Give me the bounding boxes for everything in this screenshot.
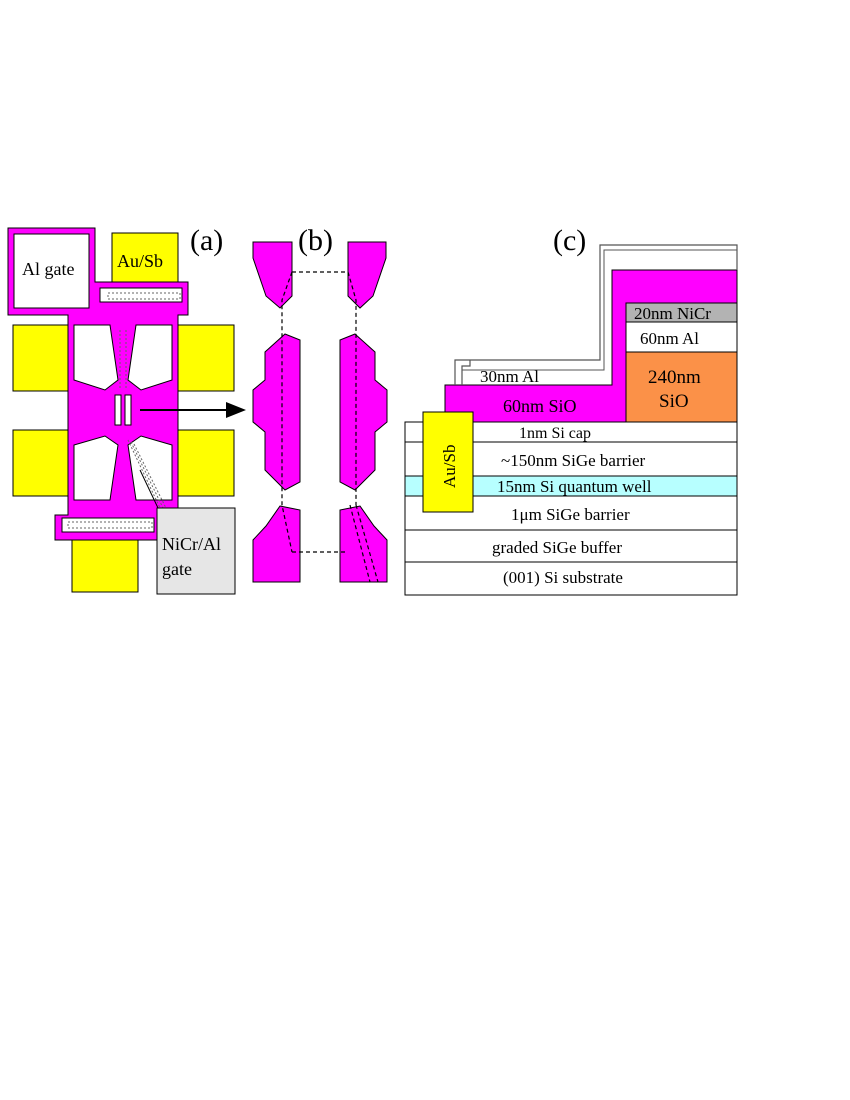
ohmic-contact-top: [111, 232, 179, 288]
gate-b-left-bottom: [252, 505, 301, 583]
panel-b: (b): [252, 224, 388, 583]
au-sb-contact: [422, 411, 474, 513]
ohmic-contact-right-upper: [169, 324, 235, 392]
nicr-gate-lines: [127, 439, 167, 509]
dotted-bar-top: [107, 292, 181, 300]
label-sige-barrier-bottom: 1μm SiGe barrier: [511, 505, 630, 524]
layer-sio-240nm: [625, 351, 738, 423]
gate-finger-left: [114, 394, 122, 426]
gate-window-lower-right: [127, 435, 173, 501]
gate-b-left-middle: [252, 333, 301, 491]
panel-a-label: (a): [190, 224, 223, 257]
nicr-gate-label-box: [156, 507, 236, 595]
label-graded-buffer: graded SiGe buffer: [492, 538, 622, 557]
label-al-30nm: 30nm Al: [480, 367, 539, 386]
gate-window-lower-left: [73, 435, 119, 501]
label-sio-240nm-line2: SiO: [659, 391, 689, 412]
label-substrate: (001) Si substrate: [503, 568, 623, 587]
layer-substrate: [404, 561, 738, 596]
zoom-arrow-head: [226, 402, 246, 418]
panel-b-label: (b): [298, 224, 333, 257]
al-gate-bottom-bar-window: [61, 517, 155, 533]
label-nicr-20nm: 20nm NiCr: [634, 304, 711, 323]
nicr-gate-lines-upper: [119, 330, 127, 388]
dotted-bar-bottom: [67, 521, 153, 529]
nicr-gate-label-line1: NiCr/Al: [162, 534, 221, 554]
label-si-cap: 1nm Si cap: [519, 425, 591, 442]
al-gate-label: Al gate: [22, 259, 74, 279]
gate-b-right-top: [347, 241, 387, 309]
panel-c-label: (c): [553, 224, 586, 257]
layer-al-30nm-box: [461, 249, 737, 385]
dashed-outline-b: [281, 271, 379, 583]
au-sb-label-a: Au/Sb: [117, 251, 163, 271]
panel-a: (a) Al gate Au/Sb NiCr/Al gate: [7, 224, 246, 595]
nicr-callout-line: [139, 469, 159, 509]
ohmic-contact-right-lower: [169, 429, 235, 497]
gate-b-right-bottom: [339, 505, 388, 583]
label-sio-240nm-line1: 240nm: [648, 367, 701, 388]
al-gate-top-bar-window: [99, 287, 183, 303]
layer-nicr-20nm: [625, 302, 738, 323]
label-quantum-well: 15nm Si quantum well: [497, 477, 652, 496]
label-sige-barrier-top: ~150nm SiGe barrier: [501, 451, 646, 470]
nicr-gate-label-line2: gate: [162, 559, 192, 579]
gate-window-upper-right: [127, 324, 173, 391]
layer-graded-buffer: [404, 529, 738, 563]
panel-c: (c) 20nm NiCr 60nm Al 240nm SiO 30nm Al …: [404, 224, 738, 596]
gate-b-right-middle: [339, 333, 388, 491]
gate-b-left-top: [252, 241, 293, 309]
gate-window-upper-left: [73, 324, 119, 391]
label-al-60nm: 60nm Al: [640, 329, 699, 348]
layer-al-30nm: [454, 244, 738, 385]
label-sio-60nm: 60nm SiO: [503, 396, 577, 416]
gate-finger-right: [124, 394, 132, 426]
layer-al-60nm: [625, 321, 738, 353]
al-gate-label-window: [13, 233, 90, 309]
label-au-sb-contact: Au/Sb: [440, 445, 459, 488]
